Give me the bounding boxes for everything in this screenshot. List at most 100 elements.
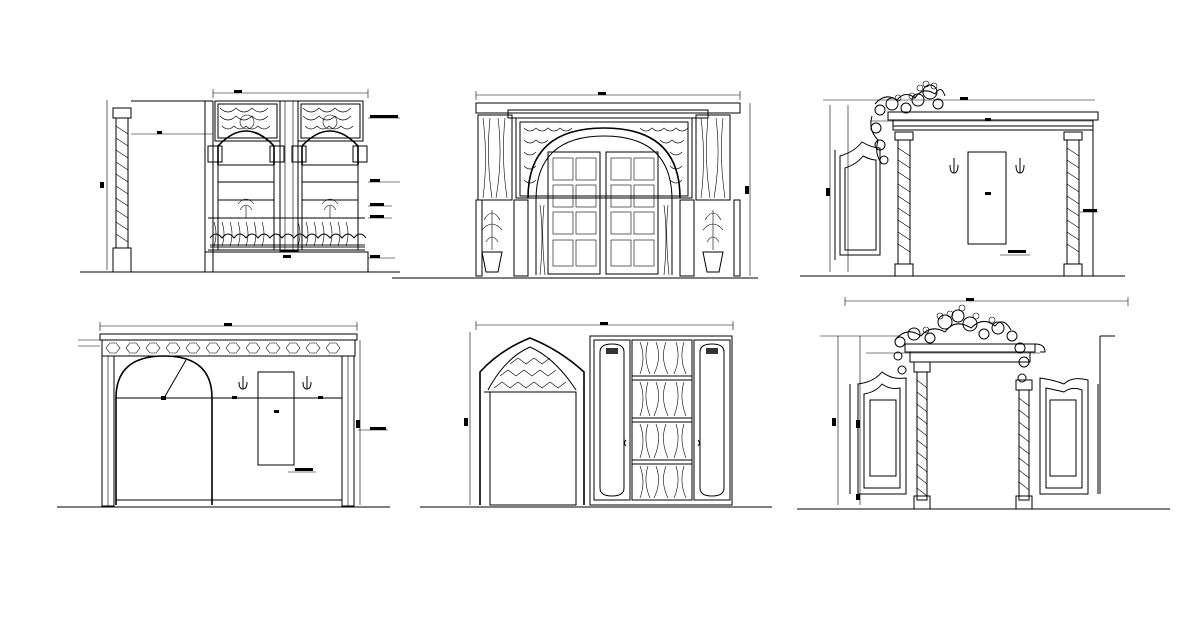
drawing-stroke <box>302 107 354 130</box>
drawing-stroke <box>863 383 901 489</box>
drawing-stroke <box>916 84 924 92</box>
potted-plant-left <box>481 210 503 273</box>
carved-cabinet <box>589 335 733 506</box>
drawing-stroke <box>1014 342 1026 354</box>
drawing-stroke <box>499 369 557 377</box>
drawing-stroke <box>283 255 291 258</box>
drawing-stroke <box>575 211 597 235</box>
drawing-stroke <box>352 145 368 163</box>
drawing-stroke <box>972 312 980 320</box>
drawing-stroke <box>922 84 938 100</box>
drawing-stroke <box>552 157 574 181</box>
drawing-stroke <box>112 247 132 273</box>
drawing-stroke <box>481 251 503 273</box>
drawing-stroke <box>856 420 860 428</box>
drawing-stroke <box>489 391 577 506</box>
drawing-stroke <box>922 326 930 334</box>
drawing-stroke <box>325 342 341 354</box>
drawing-stroke <box>639 465 687 499</box>
arched-window-right <box>291 130 368 250</box>
drawing-stroke <box>894 336 906 348</box>
drawing-stroke <box>600 322 608 325</box>
wall-sconce-right <box>302 376 312 390</box>
drawing-stroke <box>481 210 503 250</box>
drawing-stroke <box>598 92 606 95</box>
drawing-stroke <box>479 337 585 505</box>
drawing-stroke <box>610 239 632 267</box>
drawing-stroke <box>513 199 529 277</box>
drawing-stroke <box>894 263 914 277</box>
drawing-stroke <box>988 316 996 324</box>
drawing-stroke <box>985 192 991 195</box>
drawing-stroke <box>464 418 468 426</box>
wall-panel <box>967 151 1007 245</box>
grape-vine <box>870 80 946 165</box>
drawing-stroke <box>874 104 886 116</box>
drawing-stroke <box>936 312 944 320</box>
drawing-stroke <box>900 102 912 114</box>
drawing-stroke <box>552 184 574 208</box>
drawing-stroke <box>894 94 902 102</box>
wall-sconce-right <box>1015 158 1025 174</box>
drawing-stroke <box>1018 356 1030 368</box>
drawing-stroke <box>589 335 733 506</box>
drawing-stroke <box>300 103 361 139</box>
drawing-stroke <box>639 423 687 459</box>
drawing-stroke <box>1039 377 1089 495</box>
drawing-stroke <box>1018 389 1030 501</box>
drawing-stroke <box>706 348 718 354</box>
drawing-stroke <box>547 151 601 275</box>
drawing-stroke <box>217 103 278 139</box>
drawing-stroke <box>217 130 275 165</box>
drawing-stroke <box>552 239 574 267</box>
drawing-stroke <box>697 439 700 447</box>
drawing-stroke <box>493 381 567 389</box>
drawing-stroke <box>897 365 907 375</box>
saloon-door-right <box>1039 377 1099 495</box>
drawing-stroke <box>870 122 882 134</box>
drawing-stroke <box>869 399 897 477</box>
drawing-stroke <box>639 381 687 417</box>
drawing-stroke <box>575 184 597 208</box>
drawing-stroke <box>207 145 223 163</box>
drawing-stroke <box>916 371 928 501</box>
drawing-stroke <box>475 102 741 114</box>
drawing-stroke <box>157 131 162 134</box>
drawing-stroke <box>907 327 921 341</box>
drawing-stroke <box>857 371 907 495</box>
drawing-stroke <box>1063 131 1083 141</box>
drawing-stroke <box>509 357 551 365</box>
balustrade <box>208 217 367 251</box>
potted-plant <box>237 198 339 218</box>
drawing-stroke <box>887 111 1099 121</box>
drawing-stroke <box>279 100 299 252</box>
drawing-stroke <box>1015 495 1033 510</box>
drawing-stroke <box>575 157 597 181</box>
drawing-stroke <box>894 321 1012 341</box>
drawing-stroke <box>145 342 161 354</box>
wall-sconce-left <box>949 158 959 174</box>
drawing-stroke <box>185 342 201 354</box>
drawing-stroke <box>105 342 121 354</box>
drawing-stroke <box>356 420 360 428</box>
twisted-column <box>112 107 132 273</box>
drawing-stroke <box>913 495 931 510</box>
wood-grain-panel <box>631 339 693 501</box>
drawing-stroke <box>507 109 709 119</box>
drawing-stroke <box>214 100 281 142</box>
drawing-stroke <box>937 314 953 330</box>
drawing-stroke <box>1066 147 1080 253</box>
drawing-stroke <box>960 97 968 100</box>
drawing-stroke <box>482 117 508 199</box>
wall-sconce-left <box>238 376 248 390</box>
drawing-stroke <box>219 107 271 130</box>
drawing-stroke <box>205 342 221 354</box>
side-panel-left <box>477 114 513 201</box>
drawing-stroke <box>844 155 877 251</box>
drawing-stroke <box>477 114 513 201</box>
drawing-stroke <box>700 117 726 199</box>
drawing-stroke <box>291 145 307 163</box>
drawing-stroke <box>599 343 625 497</box>
drawing-stroke <box>702 251 724 273</box>
drawing-stroke <box>951 309 965 323</box>
